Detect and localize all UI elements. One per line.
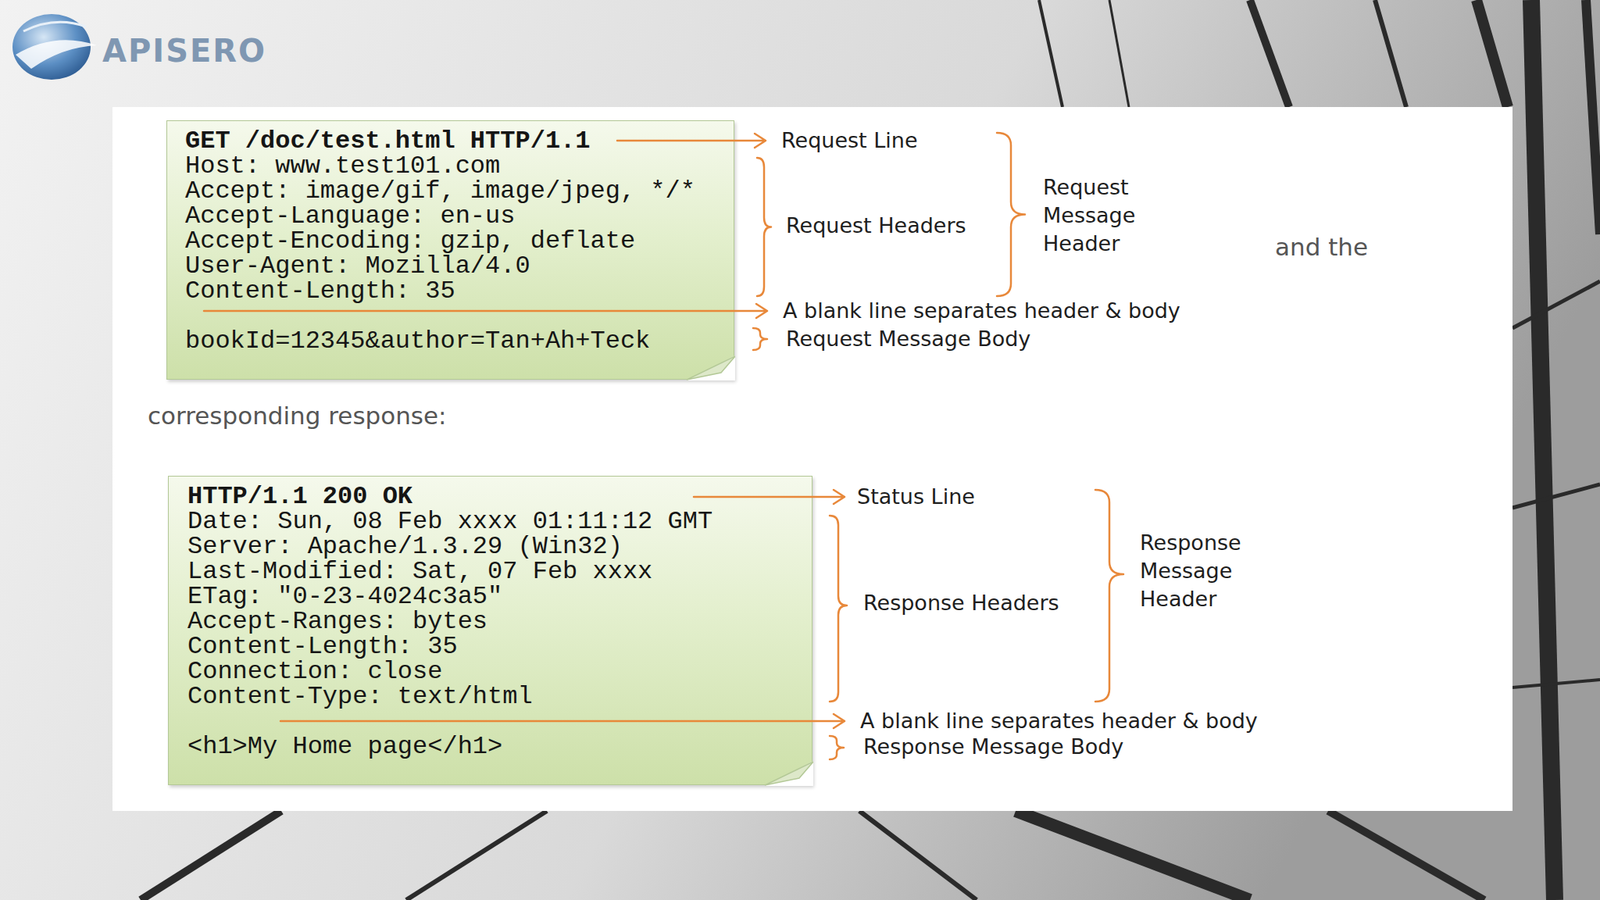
message-line: Accept-Language: en-us <box>185 203 515 229</box>
annotation-label: Status Line <box>857 482 975 511</box>
annotation-label: Response Message Header <box>1139 528 1277 614</box>
message-line: Accept-Encoding: gzip, deflate <box>185 228 636 254</box>
fold-flap <box>764 761 814 786</box>
window-frame <box>1109 0 1129 108</box>
message-line: ETag: "0-23-4024c3a5" <box>187 584 503 610</box>
message-line: Date: Sun, 08 Feb xxxx 01:11:12 GMT <box>187 509 713 535</box>
curly-bracket <box>996 132 1025 297</box>
window-frame <box>1375 0 1407 108</box>
message-line: Accept-Ranges: bytes <box>187 609 488 635</box>
annotation-label: Request Message Body <box>785 325 1031 354</box>
leader-arrow <box>617 133 766 148</box>
window-frame <box>1476 0 1508 108</box>
annotation-label: Request Line <box>781 126 918 155</box>
annotation-label: Response Message Body <box>863 732 1124 761</box>
curly-bracket <box>753 328 768 350</box>
beam <box>859 810 977 900</box>
message-line: User-Agent: Mozilla/4.0 <box>185 253 531 279</box>
message-line: Content-Length: 35 <box>187 634 458 660</box>
message-box: GET /doc/test.html HTTP/1.1Host: www.tes… <box>166 120 735 380</box>
globe-grid <box>23 21 86 32</box>
window-frame <box>1512 679 1600 688</box>
annotation-label: Response Headers <box>863 589 1060 618</box>
annotation-label: A blank line separates header & body <box>782 296 1181 325</box>
message-line: bookId=12345&author=Tan+Ah+Teck <box>185 328 650 354</box>
curly-bracket <box>1095 489 1124 702</box>
beam <box>1328 810 1485 900</box>
beam <box>1015 810 1250 900</box>
message-line: <h1>My Home page</h1> <box>187 734 503 760</box>
annotation-label: Request Message Header <box>1042 173 1180 258</box>
annotation-label: corresponding response: <box>147 400 447 432</box>
curly-bracket <box>829 735 844 760</box>
message-line: Content-Length: 35 <box>185 278 456 304</box>
start-line: HTTP/1.1 200 OK <box>187 484 413 510</box>
annotation-label: and the <box>1275 232 1368 263</box>
content-panel <box>112 107 1513 811</box>
fold-flap <box>686 356 736 380</box>
message-line: Accept: image/gif, image/jpeg, */* <box>185 178 696 204</box>
message-line: Last-Modified: Sat, 07 Feb xxxx <box>187 559 653 585</box>
curly-bracket <box>829 515 847 702</box>
curly-bracket <box>757 157 772 297</box>
window-frame <box>1512 484 1600 508</box>
page-fold <box>686 355 736 381</box>
leader-arrow <box>693 489 845 504</box>
message-line: Server: Apache/1.3.29 (Win32) <box>187 534 623 560</box>
window-frame <box>1250 0 1290 108</box>
globe-swoosh <box>15 39 97 69</box>
message-line: Content-Type: text/html <box>187 684 533 710</box>
fold-cut <box>686 355 736 381</box>
annotation-label: Request Headers <box>785 211 967 240</box>
window-frame <box>1531 0 1555 900</box>
window-frame <box>1039 0 1063 108</box>
page-fold <box>764 760 814 786</box>
fold-cut <box>764 760 814 786</box>
window-frame <box>1512 281 1600 329</box>
annotation-label: A blank line separates header & body <box>860 707 1258 736</box>
message-box: HTTP/1.1 200 OKDate: Sun, 08 Feb xxxx 01… <box>167 475 813 786</box>
logo-globe <box>12 14 97 80</box>
beam <box>140 810 282 900</box>
beam <box>406 810 547 900</box>
message-line: Host: www.test101.com <box>185 153 500 179</box>
window-frame <box>1585 0 1600 235</box>
leader-arrow <box>203 303 768 318</box>
leader-arrow <box>280 714 845 729</box>
logo-text: APISERO <box>102 31 267 71</box>
start-line: GET /doc/test.html HTTP/1.1 <box>185 128 590 154</box>
message-line: Connection: close <box>187 659 443 685</box>
